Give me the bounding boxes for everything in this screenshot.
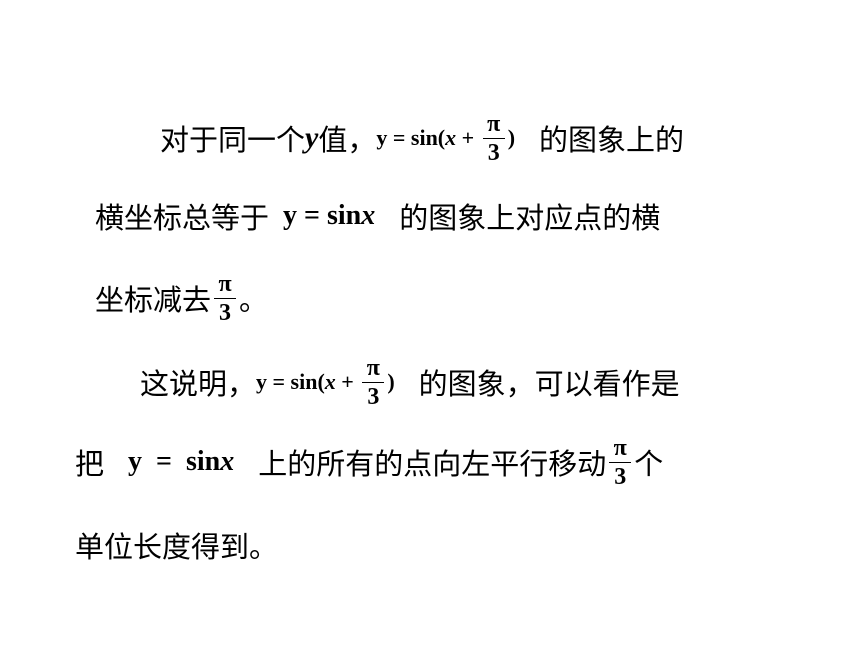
paragraph-1-line-3: 坐标减去 π 3 。: [95, 268, 268, 328]
text-segment: 把: [75, 447, 105, 481]
text-segment: 。: [239, 283, 269, 317]
fraction-denominator: 3: [219, 299, 232, 326]
formula-plus: +: [335, 369, 360, 394]
fraction-numerator: π: [366, 354, 380, 381]
fraction-numerator: π: [487, 110, 501, 137]
fraction-pi-over-3: π 3: [482, 110, 505, 166]
fraction-bar: [609, 461, 632, 463]
fraction-bar: [362, 381, 385, 383]
formula-x: x: [324, 369, 336, 394]
text-segment: 对于同一个: [160, 123, 306, 157]
formula-plus: +: [456, 125, 480, 150]
formula-x: x: [445, 125, 457, 150]
fraction-denominator: 3: [614, 463, 627, 490]
fraction-pi-over-3: π 3: [609, 434, 632, 490]
fraction-pi-over-3: π 3: [214, 270, 237, 326]
text-segment: 值，: [318, 123, 377, 157]
formula-head: y = sin(: [256, 369, 325, 394]
fraction-denominator: 3: [487, 139, 500, 166]
fraction-bar: [214, 297, 237, 299]
fraction-pi-over-3: π 3: [362, 354, 385, 410]
formula-head: y = sin: [283, 200, 362, 231]
fraction-bar: [482, 137, 505, 139]
text-segment: 的图象上对应点的横: [399, 201, 661, 235]
formula-tail: ): [507, 125, 516, 150]
paragraph-2-line-3: 单位长度得到。: [75, 515, 278, 575]
formula-x: x: [220, 446, 235, 477]
formula-tail: ): [387, 369, 395, 394]
text-segment: 这说明，: [140, 367, 257, 401]
text-segment: 上的所有的点向左平行移动: [258, 447, 607, 481]
paragraph-2-line-1: 这说明， y = sin( x + π 3 ) 的图象，可以看作是: [140, 352, 680, 412]
fraction-numerator: π: [218, 270, 232, 297]
text-segment: 坐标减去: [95, 283, 212, 317]
text-segment: 的图象上的: [539, 123, 685, 157]
text-segment: 的图象，可以看作是: [418, 367, 680, 401]
paragraph-2-line-2: 把 y = sin x 上的所有的点向左平行移动 π 3 个: [75, 432, 663, 492]
formula-x: x: [361, 200, 376, 231]
text-segment: 单位长度得到。: [75, 530, 279, 564]
text-segment: 横坐标总等于: [95, 201, 270, 235]
formula-head: y = sin: [128, 446, 221, 477]
variable-y: y: [305, 121, 319, 154]
paragraph-1-line-2: 横坐标总等于 y = sin x 的图象上对应点的横: [95, 186, 660, 246]
text-segment: 个: [634, 447, 664, 481]
paragraph-1-line-1: 对于同一个 y 值， y = sin( x + π 3 ) 的图象上的: [160, 108, 684, 168]
fraction-denominator: 3: [367, 383, 380, 410]
formula-head: y = sin(: [376, 125, 446, 150]
fraction-numerator: π: [613, 434, 627, 461]
